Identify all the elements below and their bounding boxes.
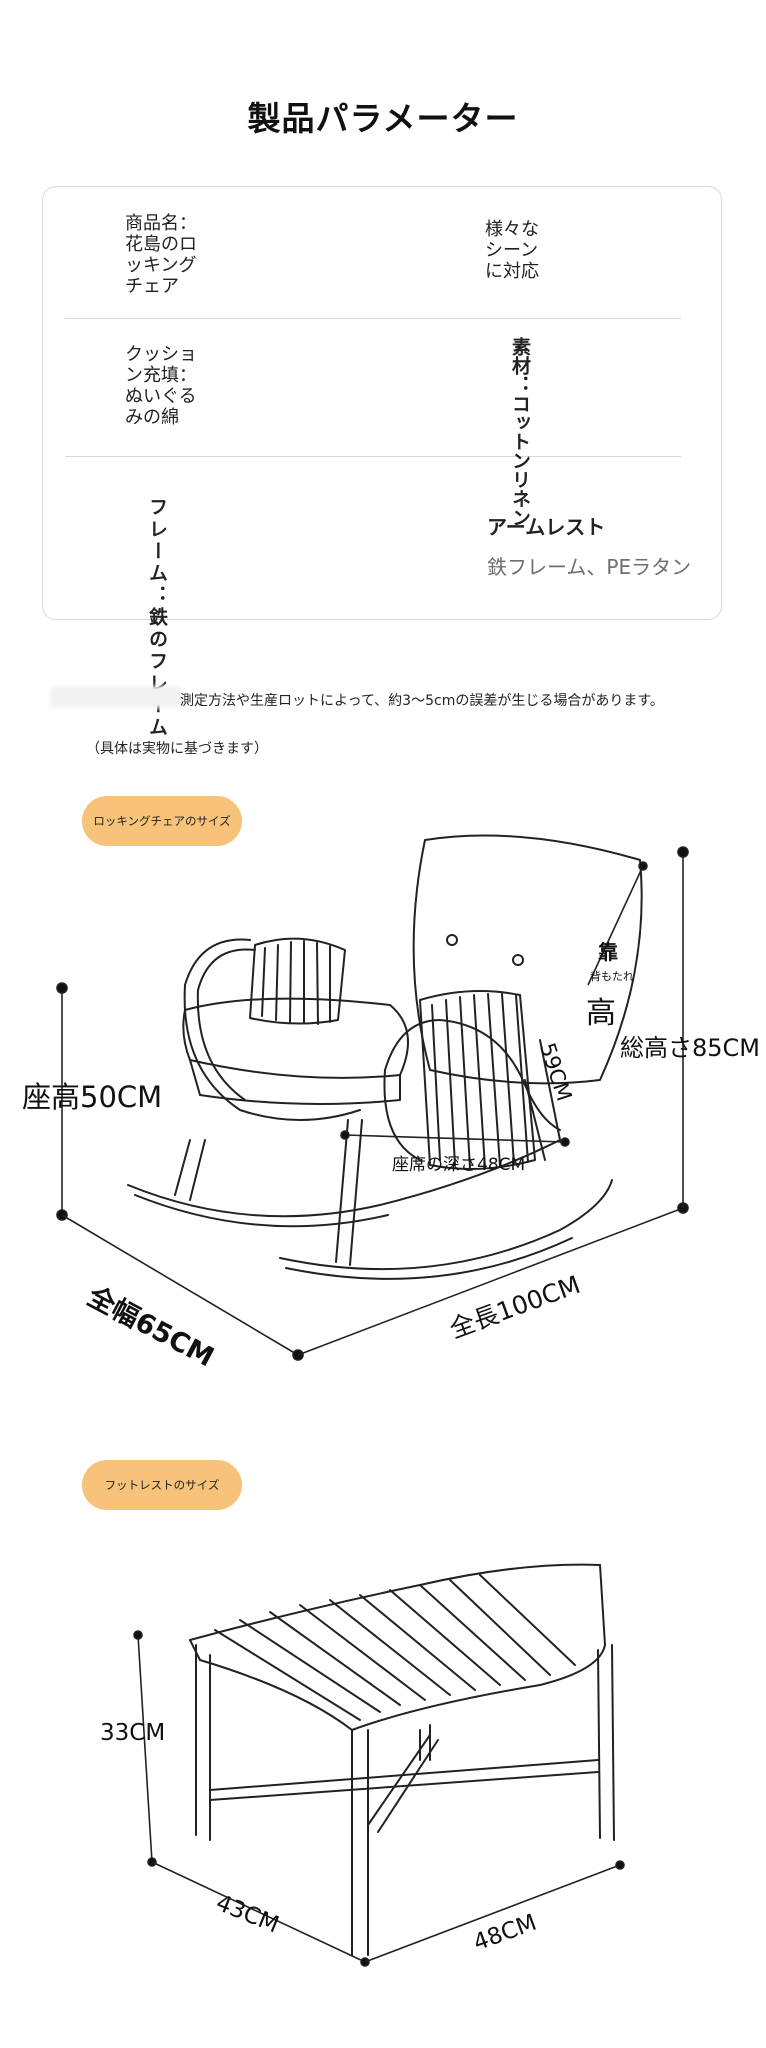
backrest-label-high: 高 bbox=[586, 996, 616, 1031]
cushion-filling: クッション充填：ぬいぐるみの綿 bbox=[125, 344, 197, 428]
backrest-label-sub: 背もたれ bbox=[590, 970, 634, 983]
divider bbox=[65, 318, 681, 319]
blurred-text bbox=[50, 686, 182, 708]
armrest-value: 鉄フレーム、PEラタン bbox=[487, 555, 692, 579]
measurement-subnote: （具体は実物に基づきます） bbox=[86, 741, 268, 757]
product-name: 商品名：花島のロッキングチェア bbox=[125, 213, 197, 297]
seat-depth-label: 座席の深さ48CM bbox=[392, 1155, 526, 1175]
chair-size-tag: ロッキングチェアのサイズ bbox=[82, 796, 242, 846]
measurement-note: 測定方法や生産ロットによって、約3〜5cmの誤差が生じる場合があります。 bbox=[180, 693, 664, 709]
backrest-label-top: 靠 bbox=[598, 940, 618, 964]
seat-height-label: 座高50CM bbox=[22, 1080, 163, 1114]
scene-text: 様々なシーンに対応 bbox=[485, 219, 539, 282]
footrest-size-tag: フットレストのサイズ bbox=[82, 1460, 242, 1510]
frame-text: フレーム：鉄のフレーム bbox=[146, 497, 168, 739]
material-text: 素材：コットンリネン bbox=[509, 337, 531, 527]
footrest-height-label: 33CM bbox=[100, 1720, 166, 1746]
divider bbox=[65, 456, 681, 457]
parameter-card: 商品名：花島のロッキングチェア 様々なシーンに対応 クッション充填：ぬいぐるみの… bbox=[42, 186, 722, 739]
total-height-label: 総高さ85CM bbox=[620, 1034, 761, 1062]
armrest-label: アームレスト bbox=[487, 515, 606, 539]
page-title: 製品パラメーター bbox=[247, 99, 519, 138]
